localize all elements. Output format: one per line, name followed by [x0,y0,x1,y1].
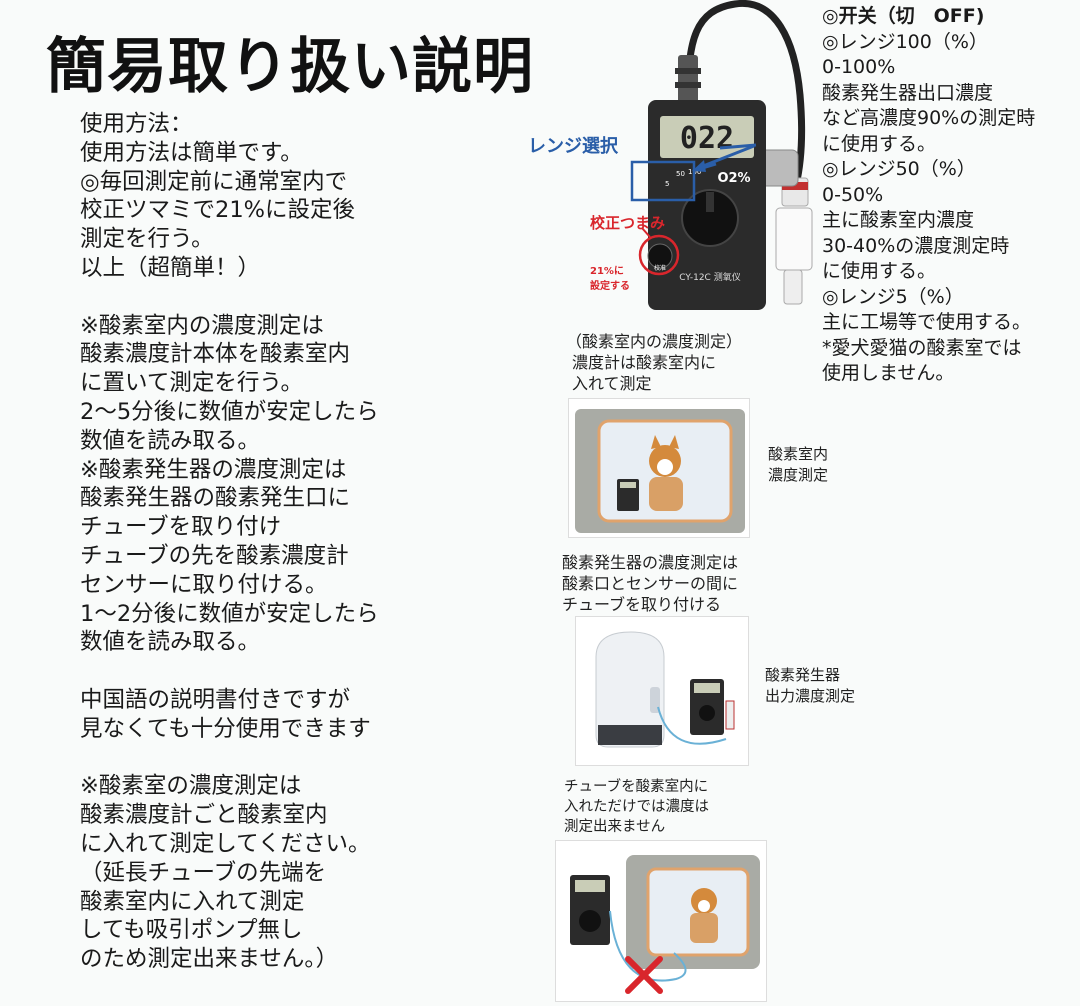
instruction-line: 酸素発生器の酸素発生口に [80,485,351,512]
range-knob-icon [681,189,739,247]
svg-text:5: 5 [665,180,669,188]
instruction-line: 見なくても十分使用できます [80,715,371,742]
calibration-label: 校正つまみ [590,214,666,232]
instruction-line: 酸素室内に入れて測定 [80,888,305,915]
instruction-line: しても吸引ポンプ無し [80,917,303,944]
instruction-line: ※酸素発生器の濃度測定は [80,456,347,483]
calibration-circle-icon [638,234,680,276]
instruction-line: 2〜5分後に数値が安定したら [80,398,379,425]
instruction-line: 数値を読み取る。 [80,629,261,656]
range-note-line: 0-50% [822,183,884,206]
figure1-side-label: 酸素室内 濃度測定 [768,445,829,484]
range-highlight-box [630,160,696,202]
instruction-line: 使用方法： [80,111,193,137]
range-note-line: 主に酸素室内濃度 [822,209,975,231]
instruction-line: ※酸素室の濃度測定は [80,773,302,800]
instruction-line: チューブの先を酸素濃度計 [80,542,349,569]
svg-text:50: 50 [676,170,685,178]
figure1-caption: （酸素室内の濃度測定） 濃度計は酸素室内に 入れて測定 [566,332,743,393]
tube-icon [657,706,727,745]
arrow-icon [697,144,755,170]
instruction-line: 酸素濃度計本体を酸素室内 [80,341,351,368]
svg-text:校准: 校准 [654,264,666,272]
figure2-side-label: 酸素発生器 出力濃度測定 [765,666,856,705]
instruction-line: （延長チューブの先端を [80,859,327,886]
instruction-line: ◎毎回測定前に通常室内で [80,168,348,195]
instruction-line: 酸素濃度計ごと酸素室内 [80,802,328,829]
range-note-line: 酸素発生器出口濃度 [822,81,994,104]
range-note-line: に使用する。 [822,132,937,155]
range-note-line: ◎レンジ50（%） [822,158,976,180]
instruction-line [80,283,500,312]
figure2-caption: 酸素発生器の濃度測定は 酸素口とセンサーの間に チューブを取り付ける [562,553,739,614]
range-note-line: ◎レンジ5（%） [822,285,964,308]
instruction-line: 使用方法は簡単です。 [80,139,303,166]
figure2-photo [575,616,749,766]
range-select-label: レンジ選択 [528,136,618,157]
range-note-line: に使用する。 [822,260,937,282]
instruction-line: ※酸素室内の濃度測定は [80,312,324,339]
instruction-line: に入れて測定してください。 [80,830,371,857]
tube-icon [609,910,687,982]
cable-icon [684,0,806,186]
instruction-line: のため測定出来ません。） [80,946,339,973]
instruction-line: 中国語の説明書付きですが [80,686,351,713]
figure3-caption: チューブを酸素室内に 入れただけでは濃度は 測定出来ません [564,779,709,835]
instruction-line: 以上（超簡単！） [80,254,261,281]
lcd-reading: 022 [680,121,734,156]
oxygen-meter-illustration: 022 O2% 5 50 100 校准 CY-12C 测氧仪 [630,0,813,310]
calibration-note: 21%に 設定する [590,266,630,292]
range-note-line: 使用しません。 [822,362,955,384]
instruction-line: に置いて測定を行う。 [80,370,303,397]
range-note-line: ◎开关（切 OFF) [822,5,985,27]
oxygen-generator-icon [595,631,665,748]
instruction-line: センサーに取り付ける。 [80,571,328,598]
instruction-line: チューブを取り付け [80,514,282,541]
instruction-line: 測定を行う。 [80,226,214,253]
instruction-line [80,657,500,686]
figure1-photo [568,398,750,538]
range-note-line: など高濃度90%の測定時 [822,107,1036,129]
instruction-line: 校正ツマミで21%に設定後 [80,197,356,224]
instruction-line [80,744,500,773]
range-note-line: 30-40%の濃度測定時 [822,234,1010,257]
range-notes-block: ◎开关（切 OFF) ◎レンジ100（%） 0-100% 酸素発生器出口濃度など高濃度… [822,4,1072,387]
model-label: CY-12C 测氧仪 [679,271,740,283]
range-note-line: ◎レンジ100（%） [822,30,988,53]
instruction-line: 1〜2分後に数値が安定したら [80,600,379,627]
instructions-block: 使用方法：使用方法は簡単です。◎毎回測定前に通常室内で校正ツマミで21%に設定後… [80,110,500,974]
range-note-line: *愛犬愛猫の酸素室では [822,336,1022,359]
figure3-photo [555,840,767,1002]
connector-icon [678,55,698,103]
calibration-knob-icon [647,243,673,269]
unit-label: O2% [717,171,750,186]
page-title: 簡易取り扱い説明 [46,32,534,102]
range-note-line: 0-100% [822,56,896,78]
instruction-line: 数値を読み取る。 [80,427,261,454]
range-note-line: 主に工場等で使用する。 [822,311,1032,333]
